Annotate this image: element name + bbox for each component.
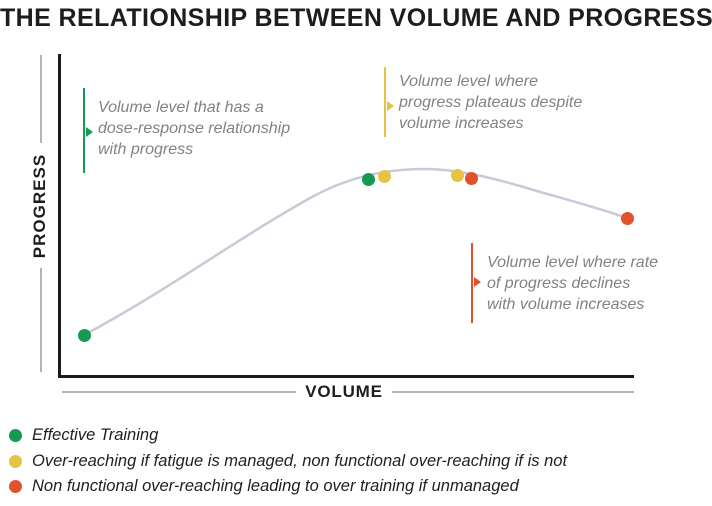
annotation-line: Volume level where: [399, 73, 539, 90]
data-point-nonfunctional-end: [620, 211, 634, 225]
yellow-marker-arrow-icon: [387, 101, 394, 111]
data-point-nonfunctional-start: [464, 171, 478, 185]
annotation-line: dose-response relationship: [98, 120, 291, 137]
red-marker-line: [471, 243, 473, 323]
annotation-dose-response: Volume level that has a dose-response re…: [98, 97, 290, 160]
data-point-overreach-end: [450, 168, 464, 182]
green-marker-arrow-icon: [86, 127, 93, 137]
y-axis-line: [58, 54, 61, 377]
annotation-line: Volume level where rate: [487, 254, 659, 271]
red-dot-icon: [9, 480, 22, 494]
yellow-dot-icon: [9, 454, 22, 468]
annotation-plateau: Volume level where progress plateaus des…: [399, 71, 582, 134]
legend-item-effective-training: Effective Training: [9, 423, 712, 449]
y-axis-tick-bottom: [40, 268, 42, 372]
annotation-line: Volume level that has a: [98, 99, 264, 116]
annotation-decline: Volume level where rate of progress decl…: [487, 252, 658, 315]
data-point-effective-high: [361, 172, 375, 186]
legend-label: Non functional over-reaching leading to …: [32, 477, 519, 496]
legend-item-over-reaching: Over-reaching if fatigue is managed, non…: [9, 449, 712, 475]
x-axis-tick-left: [62, 391, 296, 393]
red-marker-arrow-icon: [474, 277, 481, 287]
legend-item-non-functional: Non functional over-reaching leading to …: [9, 474, 712, 500]
yellow-marker-line: [384, 67, 386, 137]
x-axis-tick-right: [392, 391, 634, 393]
data-point-overreach-start: [377, 169, 391, 183]
green-marker-line: [83, 88, 85, 173]
annotation-line: volume increases: [399, 115, 524, 132]
y-axis-tick-top: [40, 55, 42, 143]
annotation-line: of progress declines: [487, 275, 631, 292]
x-axis-label: VOLUME: [305, 382, 383, 401]
annotation-line: with progress: [98, 141, 194, 158]
annotation-line: progress plateaus despite: [399, 94, 583, 111]
x-axis-line: [58, 375, 634, 378]
green-dot-icon: [9, 429, 22, 443]
page-title: THE RELATIONSHIP BETWEEN VOLUME AND PROG…: [0, 4, 712, 32]
legend-label: Over-reaching if fatigue is managed, non…: [32, 451, 568, 470]
annotation-line: with volume increases: [487, 296, 645, 313]
legend-label: Effective Training: [32, 426, 159, 445]
data-point-effective-low: [77, 328, 91, 342]
legend: Effective Training Over-reaching if fati…: [9, 423, 712, 500]
